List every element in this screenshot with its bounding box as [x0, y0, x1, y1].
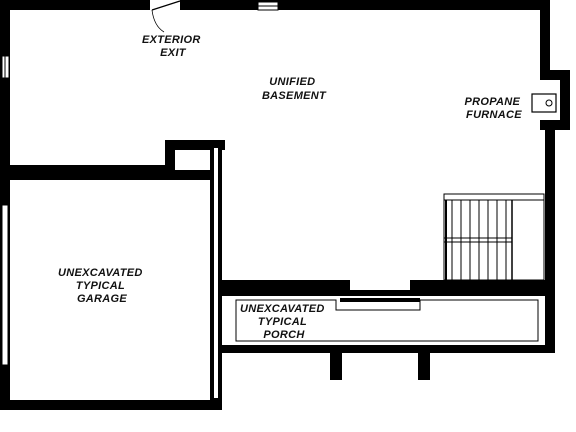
furnace-body — [531, 93, 557, 113]
wall-right-lower — [545, 120, 555, 350]
unified-basement-line-2: BASEMENT — [262, 90, 327, 102]
garage-line-1: UNEXCAVATED — [58, 267, 143, 279]
wall-furnace-top — [540, 70, 570, 80]
porch-inner-outline — [235, 299, 539, 342]
unified-basement-label: UNIFIED BASEMENT — [262, 76, 327, 102]
wall-garage-bottom — [0, 400, 222, 410]
wall-garage-top — [0, 170, 220, 180]
furnace-burner — [545, 99, 553, 107]
basement-bump-inner — [350, 284, 408, 288]
unified-basement-line-1: UNIFIED — [269, 76, 315, 88]
propane-furnace-line-1: PROPANE — [464, 96, 520, 108]
garage-label: UNEXCAVATED TYPICAL GARAGE — [58, 267, 146, 305]
garage-door-icon — [1, 204, 9, 366]
porch-line-1: UNEXCAVATED — [240, 303, 325, 315]
furnace-icon — [531, 93, 557, 113]
wall-step-horizontal — [165, 140, 225, 150]
garage-line-2: TYPICAL — [76, 280, 125, 292]
wall-porch-top — [222, 290, 555, 296]
window-icon — [257, 1, 279, 11]
door-swing-icon — [150, 0, 181, 33]
wall-porch-right — [545, 290, 555, 353]
porch-line-2: TYPICAL — [258, 316, 307, 328]
wall-furnace-bump — [560, 70, 570, 130]
wall-inner-lines — [214, 148, 538, 398]
door-leaf — [151, 0, 181, 11]
garage-line-3: GARAGE — [77, 293, 127, 305]
propane-furnace-line-2: FURNACE — [466, 109, 522, 121]
exterior-exit-line-2: EXIT — [160, 47, 187, 59]
stairs-icon — [443, 193, 545, 281]
window-left-icon — [1, 55, 10, 79]
wall-basement-bottom-b — [410, 280, 555, 290]
propane-furnace-label: PROPANE FURNACE — [464, 96, 523, 121]
garage-door-opening — [1, 204, 9, 366]
exterior-exit-line-1: EXTERIOR — [142, 34, 201, 46]
porch-pier-right — [418, 350, 430, 380]
porch-line-3: PORCH — [263, 329, 305, 341]
stairs-frame — [443, 193, 545, 281]
exterior-exit-label: EXTERIOR EXIT — [142, 34, 204, 59]
porch-pier-left — [330, 350, 342, 380]
porch-inner-bottom — [236, 343, 538, 345]
door-opening — [150, 0, 180, 10]
porch-detail — [235, 299, 539, 342]
wall-right-upper — [540, 0, 550, 80]
stairs-landing — [443, 193, 545, 201]
walls — [0, 0, 570, 410]
wall-step-vertical — [165, 140, 175, 175]
porch-inner-top — [236, 296, 538, 298]
garage-divider-inner — [214, 148, 218, 398]
wall-porch-bottom — [222, 345, 555, 353]
wall-basement-bottom-a — [222, 280, 347, 290]
door-arc — [151, 9, 165, 33]
wall-left-basement — [0, 0, 10, 175]
porch-label: UNEXCAVATED TYPICAL PORCH — [240, 303, 328, 341]
